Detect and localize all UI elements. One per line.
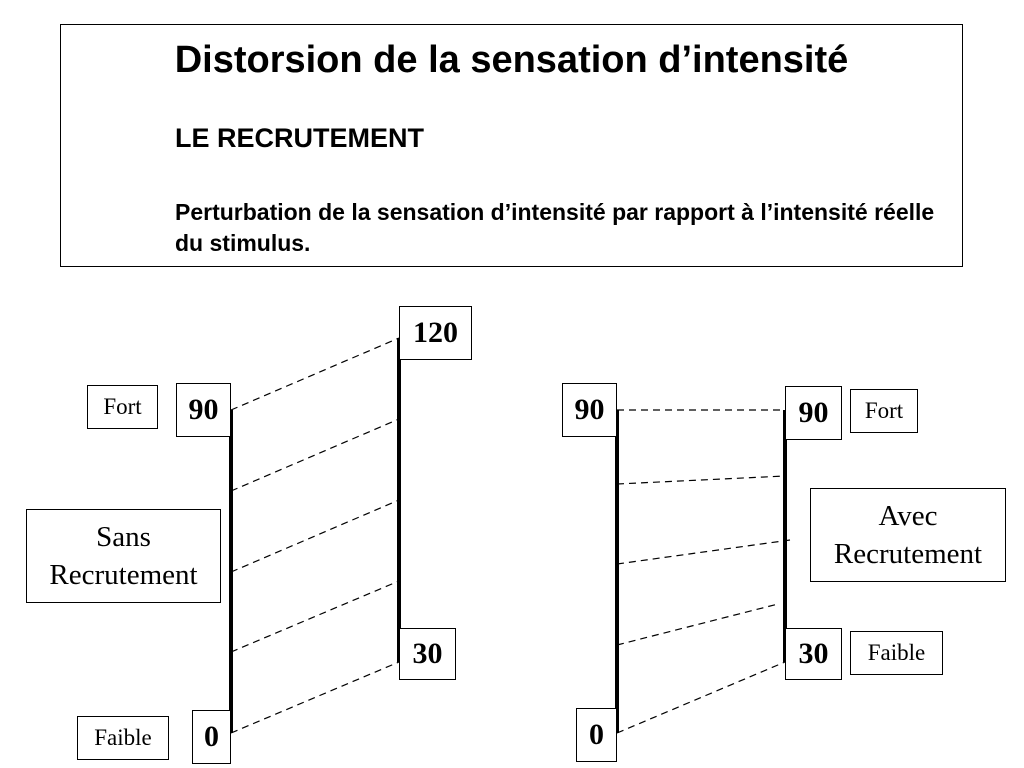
left-right-scale-bottom-value: 30	[399, 628, 456, 680]
left-diagram-map-line	[230, 580, 400, 653]
header-box: Distorsion de la sensation d’intensité L…	[60, 24, 963, 267]
right-faible-label: Faible	[850, 631, 943, 675]
right-scale-top-value: 90	[562, 383, 617, 437]
left-diagram-map-line	[230, 337, 400, 411]
left-diagram-map-line	[230, 418, 400, 492]
left-diagram-map-line	[230, 499, 400, 573]
right-diagram-map-line	[616, 603, 779, 646]
avec-recrutement-line1: Avec	[878, 500, 938, 532]
avec-recrutement-label: Avec Recrutement	[810, 488, 1006, 582]
right-diagram-map-line	[616, 475, 786, 485]
avec-recrutement-line2: Recrutement	[833, 538, 983, 570]
section-subtitle: LE RECRUTEMENT	[175, 123, 424, 153]
right-diagram-map-line	[616, 539, 791, 565]
description-text: Perturbation de la sensation d’intensité…	[175, 199, 935, 256]
sans-recrutement-label: Sans Recrutement	[26, 509, 221, 603]
right-fort-label: Fort	[850, 389, 918, 433]
right-diagram-map-line	[616, 661, 786, 734]
page-title: Distorsion de la sensation d’intensité	[174, 39, 849, 81]
left-diagram-map-line	[230, 661, 400, 734]
right-right-scale-bottom-value: 30	[785, 628, 842, 680]
sans-recrutement-line2: Recrutement	[49, 559, 198, 591]
right-right-scale-top-value: 90	[785, 386, 842, 440]
right-scale-bottom-value: 0	[576, 708, 617, 762]
left-scale-bottom-value: 0	[192, 710, 231, 764]
sans-recrutement-line1: Sans	[96, 521, 151, 553]
left-faible-label: Faible	[77, 716, 169, 760]
left-fort-label: Fort	[87, 385, 158, 429]
left-right-scale-top-value: 120	[399, 306, 472, 360]
left-scale-top-value: 90	[176, 383, 231, 437]
